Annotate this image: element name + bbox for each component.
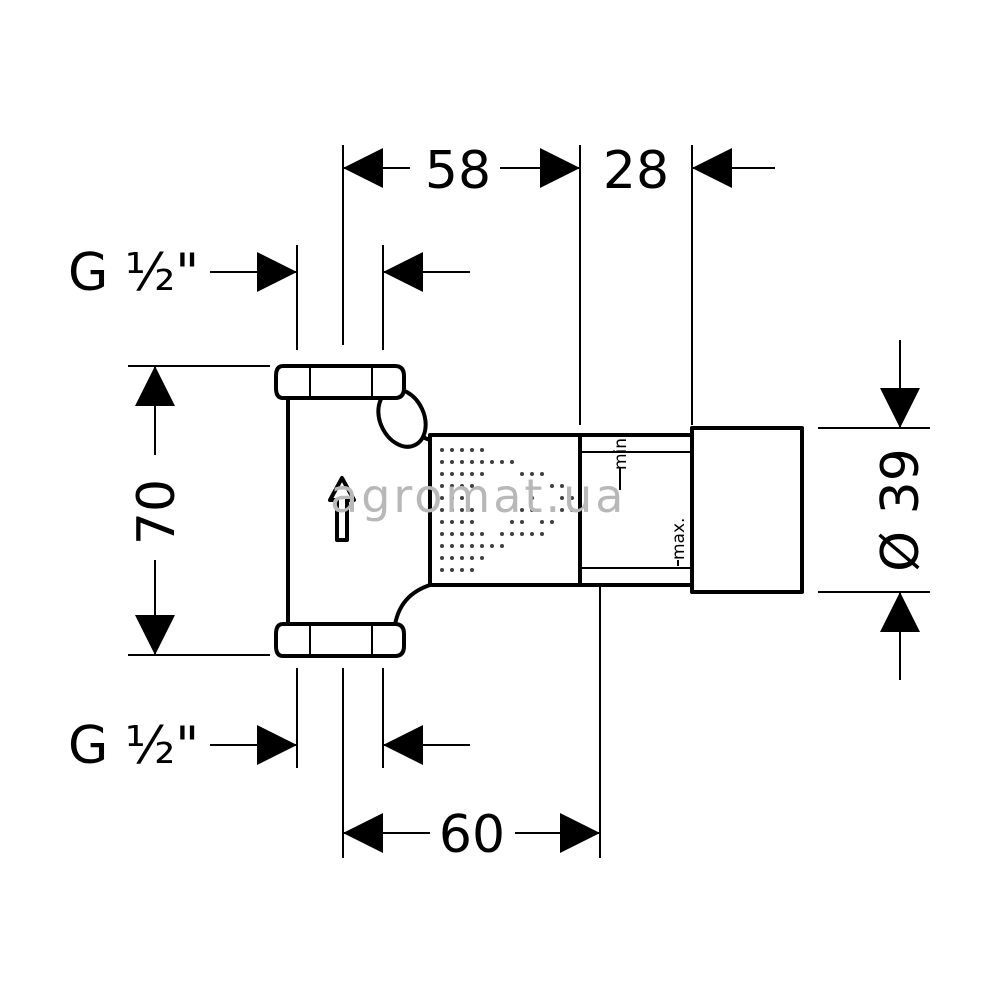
dim-60-label: 60 bbox=[439, 805, 505, 865]
arrow-head bbox=[880, 388, 920, 428]
arrow-head bbox=[540, 148, 580, 188]
arrow-head bbox=[257, 725, 297, 765]
flow-arrow-icon bbox=[328, 476, 356, 542]
arrow-head bbox=[880, 592, 920, 632]
dim-58-label: 58 bbox=[425, 141, 491, 201]
valve-body bbox=[274, 364, 432, 658]
arrow-head bbox=[135, 366, 175, 406]
arrow-head bbox=[343, 813, 383, 853]
arrow-head bbox=[343, 148, 383, 188]
arrow-head bbox=[383, 725, 423, 765]
cartridge-section bbox=[428, 433, 582, 587]
dim-70-label: 70 bbox=[127, 479, 187, 545]
thread-top-label: G ½" bbox=[68, 243, 199, 303]
watermark: agromat.ua bbox=[330, 469, 626, 523]
dimension-thread-top: G ½" bbox=[68, 243, 470, 350]
dimension-height: 70 bbox=[127, 365, 270, 656]
min-label: min bbox=[611, 438, 631, 470]
max-label: max. bbox=[669, 518, 689, 560]
arrow-head bbox=[383, 252, 423, 292]
arrow-head bbox=[257, 252, 297, 292]
arrow-head bbox=[692, 148, 732, 188]
dimension-bottom: 60 bbox=[342, 535, 601, 865]
dimension-thread-bottom: G ½" bbox=[68, 668, 470, 776]
dim-diameter-label: Ø 39 bbox=[871, 448, 931, 572]
dim-28-label: 28 bbox=[603, 141, 669, 201]
arrow-head bbox=[560, 813, 600, 853]
dimension-diameter: Ø 39 bbox=[818, 340, 931, 680]
dimension-top: 58 28 bbox=[342, 141, 775, 425]
thread-bottom-label: G ½" bbox=[68, 716, 199, 776]
arrow-head bbox=[135, 615, 175, 655]
extension-sleeve: min max. bbox=[578, 426, 804, 594]
